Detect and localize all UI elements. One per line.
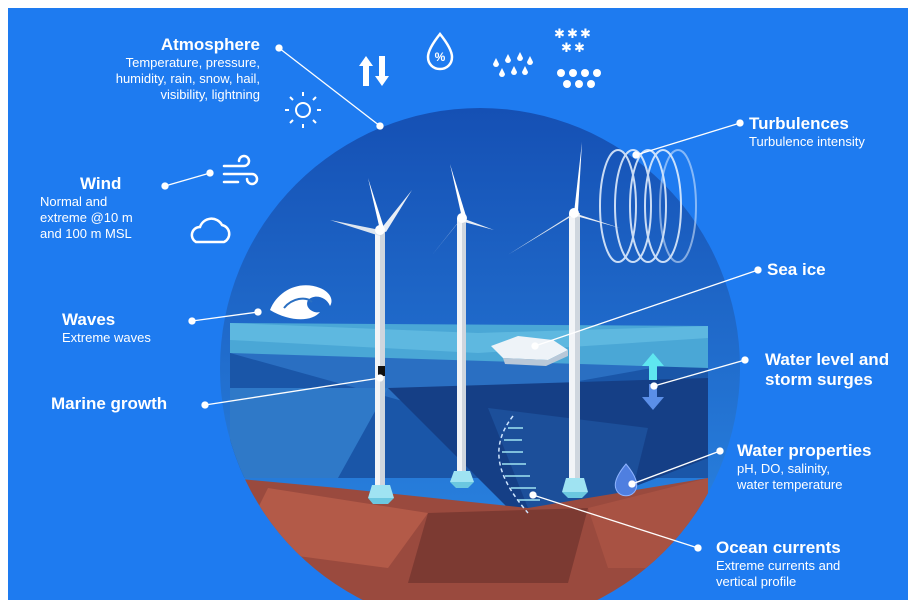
turbulences-title: Turbulences [749,114,849,133]
water-properties-title: Water properties [737,441,872,460]
turbulences-desc: Turbulence intensity [749,134,865,150]
diagram-canvas: % ✱✱✱ ✱✱ [161,27,762,600]
water-level-arrow [642,353,664,410]
ocean-currents-title: Ocean currents [716,538,841,557]
water-properties-label: Water properties pH, DO, salinity, water… [737,441,871,493]
turbulences-label: Turbulences Turbulence intensity [749,114,865,150]
wind-label: Wind Normal and extreme @10 m and 100 m … [40,174,133,241]
ocean-currents-label: Ocean currents Extreme currents and vert… [716,538,841,590]
atmosphere-desc: Temperature, pressure, humidity, rain, s… [115,55,260,102]
turbine-3 [506,142,620,498]
current-profile [498,415,540,514]
sun-icon [285,92,321,128]
atmosphere-label: Atmosphere Temperature, pressure, humidi… [116,35,260,102]
marine-growth-title: Marine growth [51,394,168,413]
svg-text:✱: ✱ [574,41,585,56]
atmosphere-title: Atmosphere [160,35,260,54]
marine-growth-label: Marine growth [51,394,167,414]
turbine-1 [330,178,412,504]
water-level-title: Water level and storm surges [765,350,890,390]
wave-icon [270,285,332,320]
svg-text:✱: ✱ [580,27,591,42]
water-level-label: Water level and storm surges [765,350,889,391]
wind-title: Wind [80,174,122,193]
sea-ice-title: Sea ice [767,260,826,279]
hail-icon [557,69,601,88]
waves-label: Waves Extreme waves [62,310,151,346]
pressure-arrows-icon [359,56,389,86]
turbine-2 [432,164,494,488]
ocean-currents-desc: Extreme currents and vertical profile [716,558,841,589]
offshore-metocean-diagram: % ✱✱✱ ✱✱ Atmosphere Temperature, press [8,8,908,600]
ocean-block [230,323,708,600]
svg-text:✱: ✱ [567,27,578,42]
leader-lines [161,44,762,552]
waves-title: Waves [62,310,116,329]
wind-desc: Normal and extreme @10 m and 100 m MSL [40,194,133,241]
humidity-percent: % [435,50,446,64]
rain-icon [493,52,533,77]
svg-text:✱: ✱ [561,41,572,56]
wind-icon [222,154,259,186]
waves-desc: Extreme waves [62,330,151,346]
water-properties-desc: pH, DO, salinity, water temperature [737,461,843,492]
snow-icon: ✱✱✱ ✱✱ [554,27,591,56]
turbines [330,142,620,504]
water-drop-icon [614,463,638,497]
turbulence-rings [599,149,697,263]
svg-text:✱: ✱ [554,27,565,42]
humidity-drop-icon: % [426,31,454,71]
cloud-icon [190,217,231,244]
sea-ice-label: Sea ice [767,260,826,280]
